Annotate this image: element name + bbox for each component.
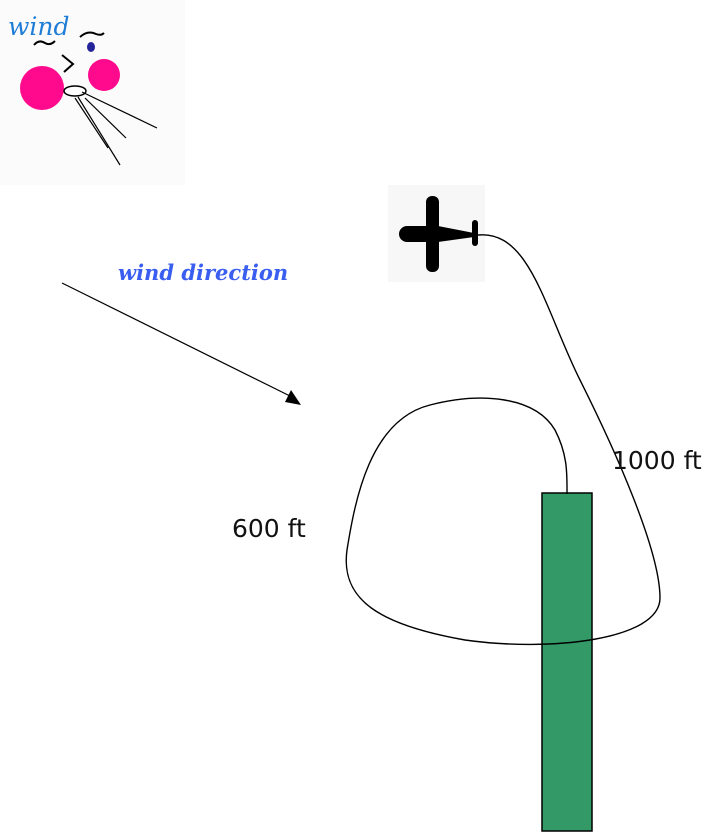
wind-direction-label: wind direction <box>118 260 289 285</box>
wind-direction-arrow <box>61 282 301 405</box>
wind-face-text: wind <box>8 12 70 41</box>
runway <box>541 492 593 832</box>
altitude-600-label: 600 ft <box>232 514 306 543</box>
flight-path <box>345 234 661 646</box>
right-cheek <box>88 59 120 91</box>
altitude-1000-label: 1000 ft <box>612 446 702 475</box>
left-cheek <box>20 66 64 110</box>
wind-face-icon <box>20 31 158 166</box>
airplane-icon <box>399 196 478 272</box>
